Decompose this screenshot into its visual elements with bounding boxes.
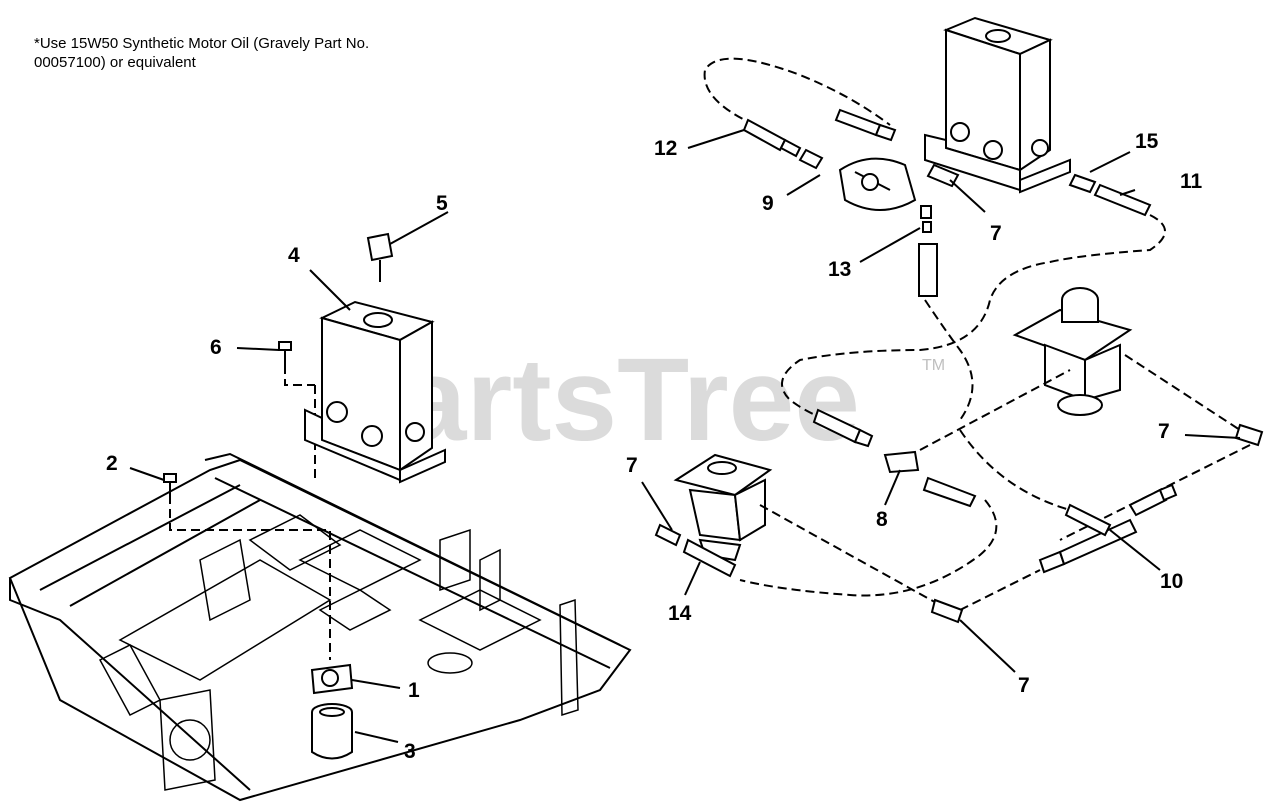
reservoir-tank-right <box>924 16 1071 194</box>
callout-11: 11 <box>1180 170 1203 193</box>
pump-center <box>838 157 917 211</box>
oil-note: *Use 15W50 Synthetic Motor Oil (Gravely … <box>34 34 369 72</box>
hose-fittings <box>654 108 1264 624</box>
callout-4: 4 <box>288 244 300 267</box>
callout-1: 1 <box>408 679 420 702</box>
bolt-2 <box>163 473 177 495</box>
watermark-tm: TM <box>922 357 945 374</box>
callout-7-top: 7 <box>990 222 1002 245</box>
callout-13: 13 <box>828 258 851 281</box>
callout-7-right: 7 <box>1158 420 1170 443</box>
callout-6: 6 <box>210 336 222 359</box>
callout-8: 8 <box>876 508 888 531</box>
reservoir-tank-left <box>304 300 446 484</box>
callout-14: 14 <box>668 602 692 625</box>
hydraulic-pump-right <box>1012 287 1133 416</box>
callout-10: 10 <box>1160 570 1183 593</box>
leader-lines <box>129 129 1241 743</box>
filter-head <box>310 663 354 695</box>
callout-3: 3 <box>404 740 416 763</box>
screw-6 <box>278 341 292 365</box>
callout-5: 5 <box>436 192 448 215</box>
callout-15: 15 <box>1135 130 1159 153</box>
filler-tube <box>918 205 938 297</box>
callout-7-left: 7 <box>626 454 638 477</box>
wheel-motor-left <box>673 453 773 562</box>
callout-12: 12 <box>654 137 677 160</box>
callout-9: 9 <box>762 192 774 215</box>
assembly-line-bolt <box>169 495 331 660</box>
oil-filter <box>311 703 353 760</box>
hoses <box>703 57 1251 611</box>
callout-2: 2 <box>106 452 118 475</box>
oil-note-line-1: *Use 15W50 Synthetic Motor Oil (Gravely … <box>34 35 370 52</box>
callout-7-bottom: 7 <box>1018 674 1030 697</box>
chassis-frame <box>8 452 632 802</box>
oil-note-line-2: 00057100) or equivalent <box>34 54 196 71</box>
reservoir-cap <box>366 232 394 282</box>
assembly-line-screw <box>284 365 315 386</box>
